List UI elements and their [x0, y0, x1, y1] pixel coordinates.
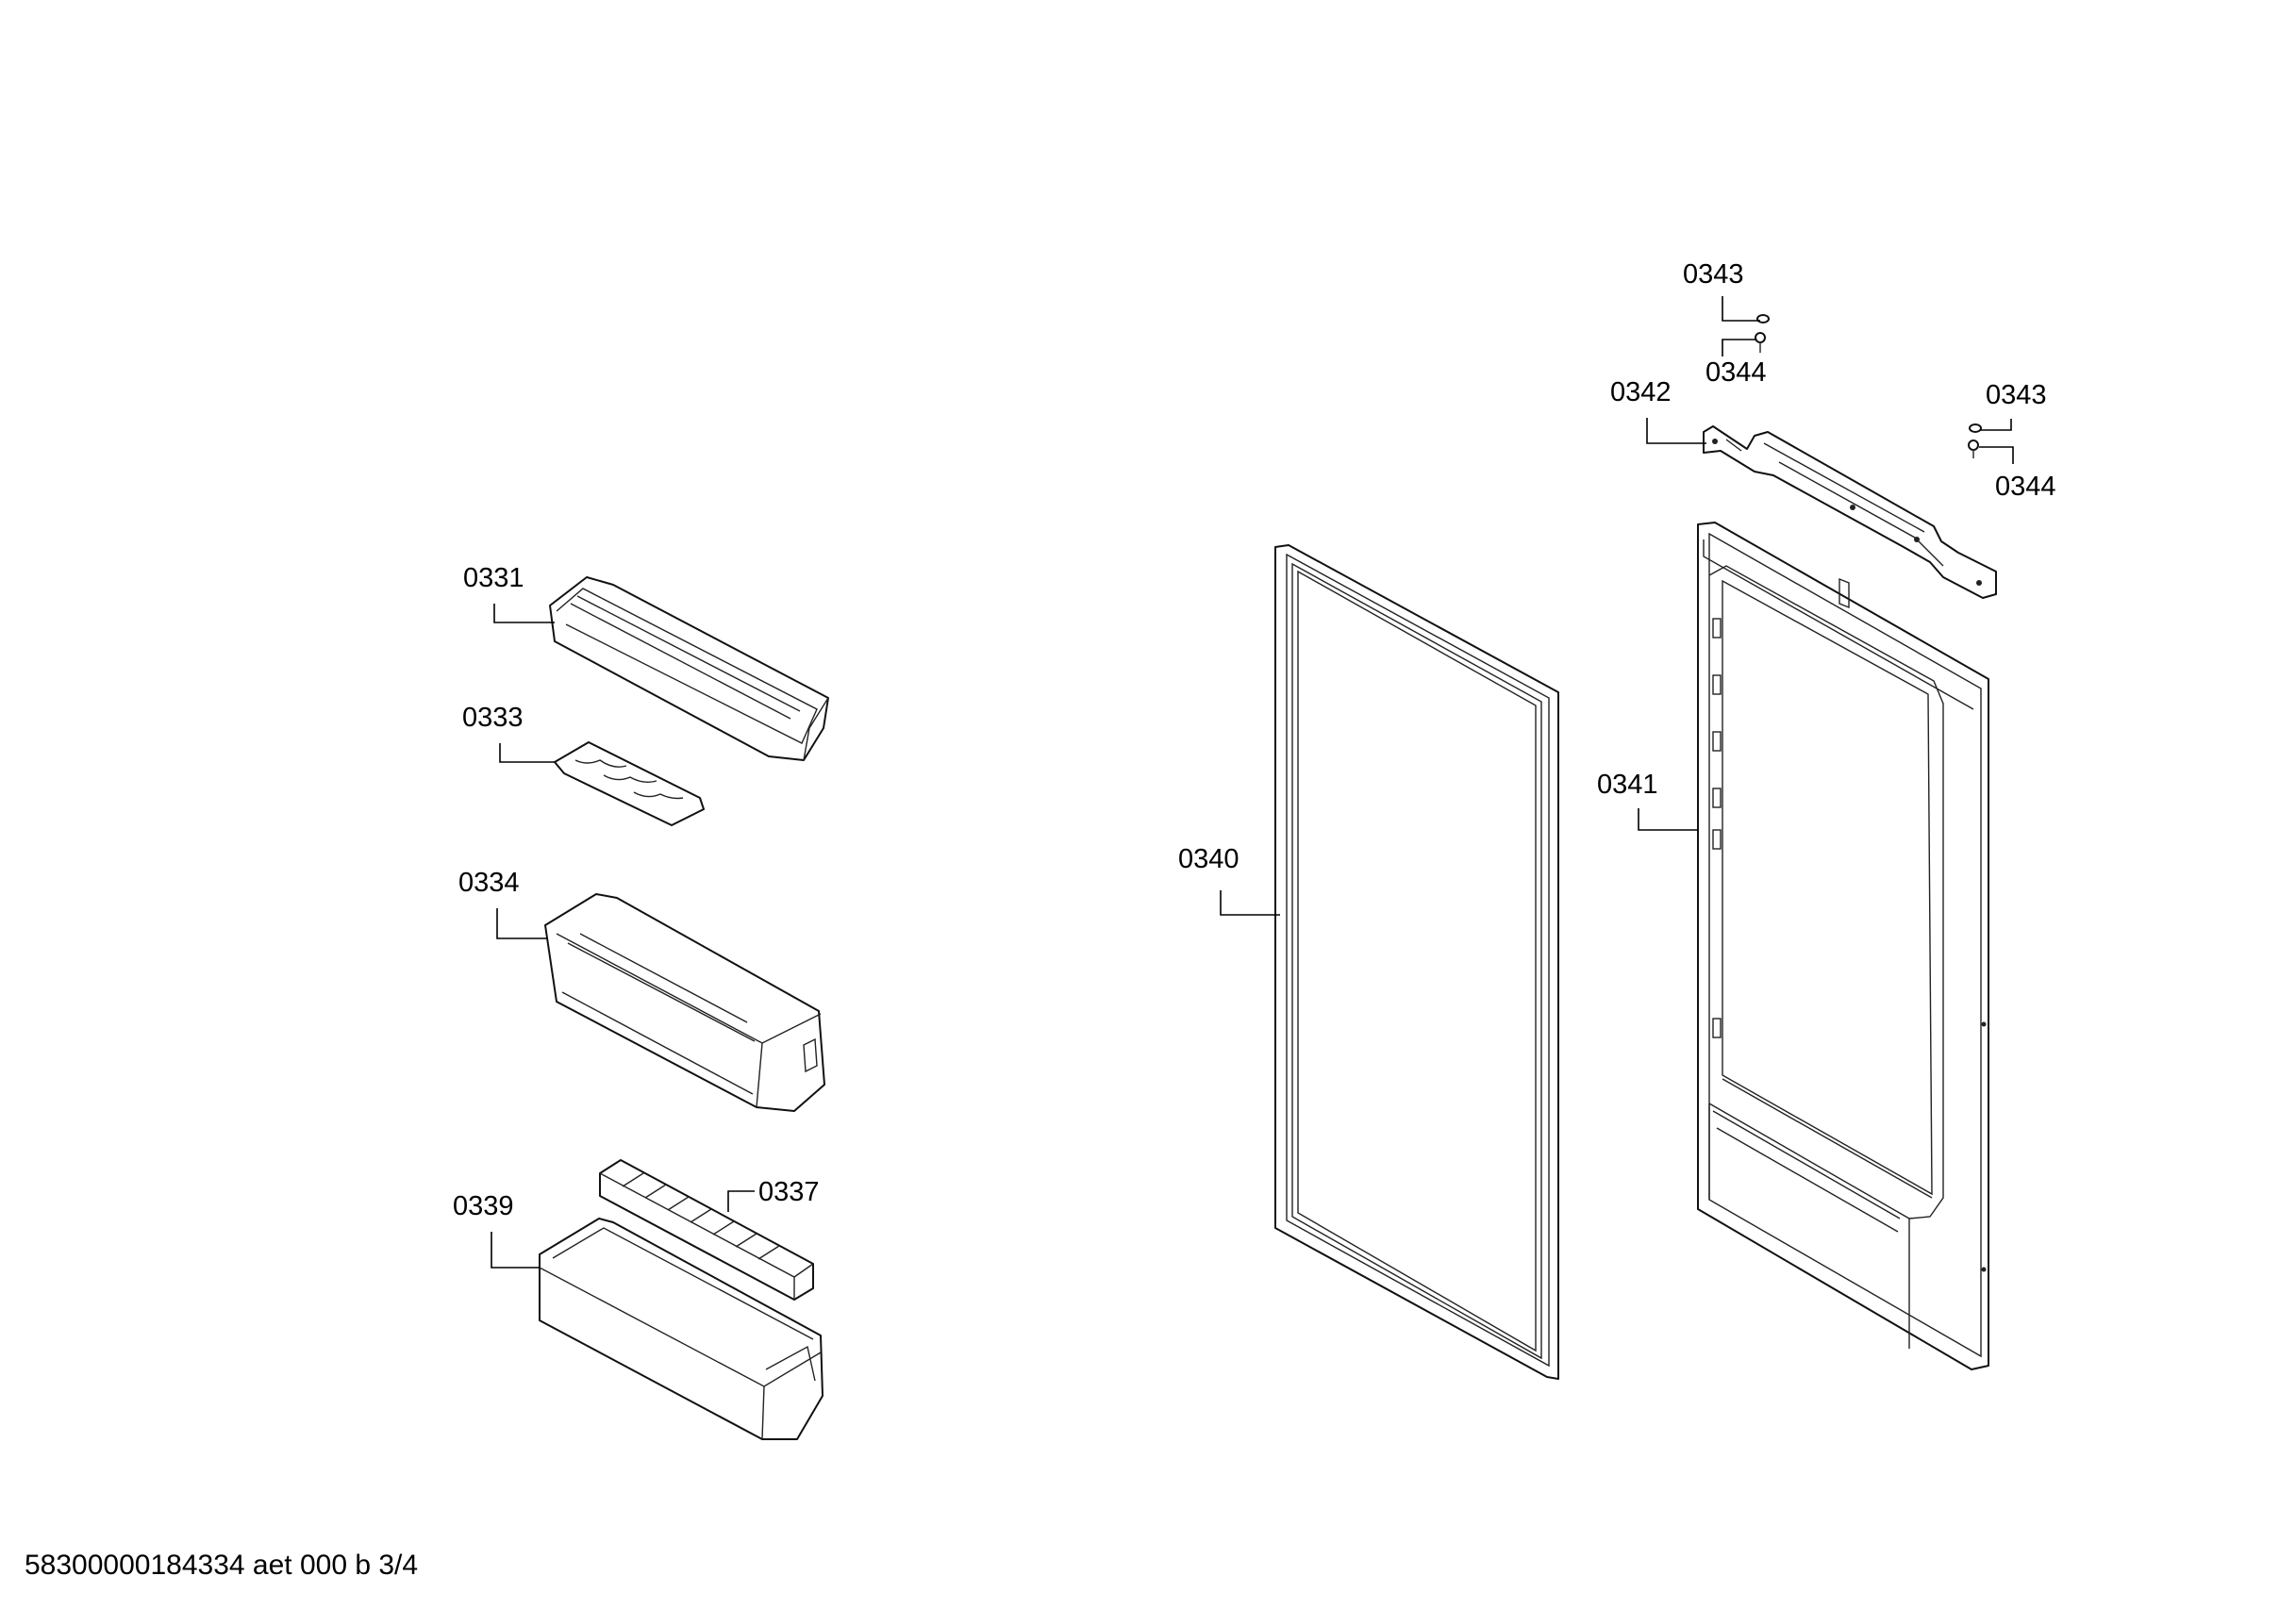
- leader-0333: [499, 743, 555, 763]
- part-0342-hinge-bracket: [1703, 425, 1997, 599]
- callout-0333: 0333: [462, 703, 524, 733]
- leader-0344-right: [1979, 446, 2014, 464]
- part-0337-bottle-divider: [599, 1159, 814, 1301]
- part-0339-bottle-shelf: [539, 1218, 824, 1440]
- leader-0334: [496, 908, 547, 939]
- leader-0343-top: [1722, 296, 1760, 322]
- leader-0343-right: [1981, 419, 2012, 431]
- part-0333-egg-tray: [554, 741, 705, 826]
- callout-0339: 0339: [453, 1191, 514, 1221]
- drawing-reference-number: 58300000184334 aet 000 b 3/4: [25, 1550, 419, 1581]
- leader-0340: [1220, 890, 1280, 916]
- callout-0334: 0334: [458, 868, 520, 898]
- callout-0337: 0337: [758, 1177, 820, 1207]
- leader-0344-top: [1722, 339, 1756, 357]
- leader-0337: [727, 1190, 755, 1212]
- callout-0343-right: 0343: [1986, 380, 2047, 410]
- leader-0339: [491, 1232, 540, 1269]
- part-0341-door-panel: [1697, 522, 1989, 1370]
- part-0343-0344-right-fixings: [1968, 423, 1982, 458]
- callout-0341: 0341: [1597, 770, 1658, 800]
- callout-0331: 0331: [463, 563, 524, 593]
- callout-0340: 0340: [1178, 844, 1240, 874]
- part-0340-door-gasket: [1274, 544, 1559, 1380]
- callout-0344-right: 0344: [1995, 472, 2056, 502]
- callout-0342: 0342: [1610, 377, 1672, 407]
- leader-0341: [1638, 808, 1698, 831]
- callout-0344-top: 0344: [1705, 357, 1767, 388]
- part-0334-dairy-compartment: [544, 893, 825, 1112]
- callout-0343-top: 0343: [1683, 259, 1744, 290]
- part-0331-shelf: [549, 576, 829, 761]
- leader-0331: [493, 604, 555, 623]
- leader-0342: [1646, 418, 1706, 444]
